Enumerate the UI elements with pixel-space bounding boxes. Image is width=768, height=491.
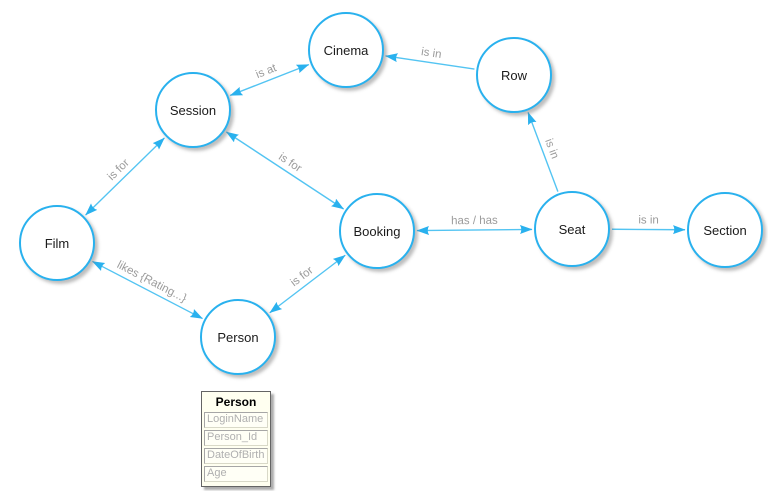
edge-line[interactable]	[527, 111, 559, 192]
edge-label: is for	[276, 151, 304, 175]
node-seat[interactable]: Seat	[534, 191, 610, 267]
edge-line[interactable]	[85, 137, 165, 216]
edge-booking-session[interactable]: is for	[226, 131, 344, 210]
node-session[interactable]: Session	[155, 72, 231, 148]
edge-line[interactable]	[226, 131, 344, 210]
edge-person-booking[interactable]: is for	[269, 254, 346, 314]
node-label: Film	[44, 235, 70, 251]
node-person[interactable]: Person	[200, 299, 276, 375]
node-row[interactable]: Row	[476, 37, 552, 113]
edge-seat-section[interactable]: is in	[611, 214, 686, 235]
node-label: Session	[169, 102, 217, 118]
edge-line[interactable]	[92, 260, 203, 320]
node-label: Person	[217, 329, 259, 345]
edge-seat-row[interactable]: is in	[527, 111, 561, 192]
node-label: Booking	[353, 223, 401, 239]
edge-person-film[interactable]: likes {Rating...}	[92, 259, 203, 320]
entity-field-loginname[interactable]: LoginName	[204, 412, 268, 428]
edge-line[interactable]	[269, 254, 346, 314]
edge-label: is for	[106, 157, 132, 183]
edge-booking-seat[interactable]: has / has	[416, 215, 533, 235]
edge-session-cinema[interactable]: is at	[229, 62, 310, 97]
edge-line[interactable]	[229, 63, 310, 97]
node-label: Row	[500, 67, 527, 83]
edge-label: likes {Rating...}	[115, 259, 189, 305]
entity-field-person-id[interactable]: Person_Id	[204, 430, 268, 446]
node-section[interactable]: Section	[687, 192, 763, 268]
edge-label: is in	[420, 46, 442, 61]
edge-row-cinema[interactable]: is in	[385, 46, 475, 70]
node-label: Seat	[558, 221, 586, 237]
edge-line[interactable]	[416, 225, 533, 235]
node-label: Cinema	[323, 42, 369, 58]
edge-label: has / has	[451, 215, 498, 227]
edge-film-session[interactable]: is for	[85, 137, 165, 216]
entity-table-title: Person	[215, 395, 257, 409]
node-booking[interactable]: Booking	[339, 193, 415, 269]
entity-field-age[interactable]: Age	[204, 466, 268, 482]
node-film[interactable]: Film	[19, 205, 95, 281]
edge-label: is for	[288, 264, 315, 289]
edge-label: is in	[638, 214, 659, 226]
node-label: Section	[703, 222, 747, 238]
entity-table-person: Person LoginName Person_Id DateOfBirth A…	[201, 391, 271, 487]
node-cinema[interactable]: Cinema	[308, 12, 384, 88]
entity-field-dateofbirth[interactable]: DateOfBirth	[204, 448, 268, 464]
edge-line[interactable]	[385, 53, 475, 70]
